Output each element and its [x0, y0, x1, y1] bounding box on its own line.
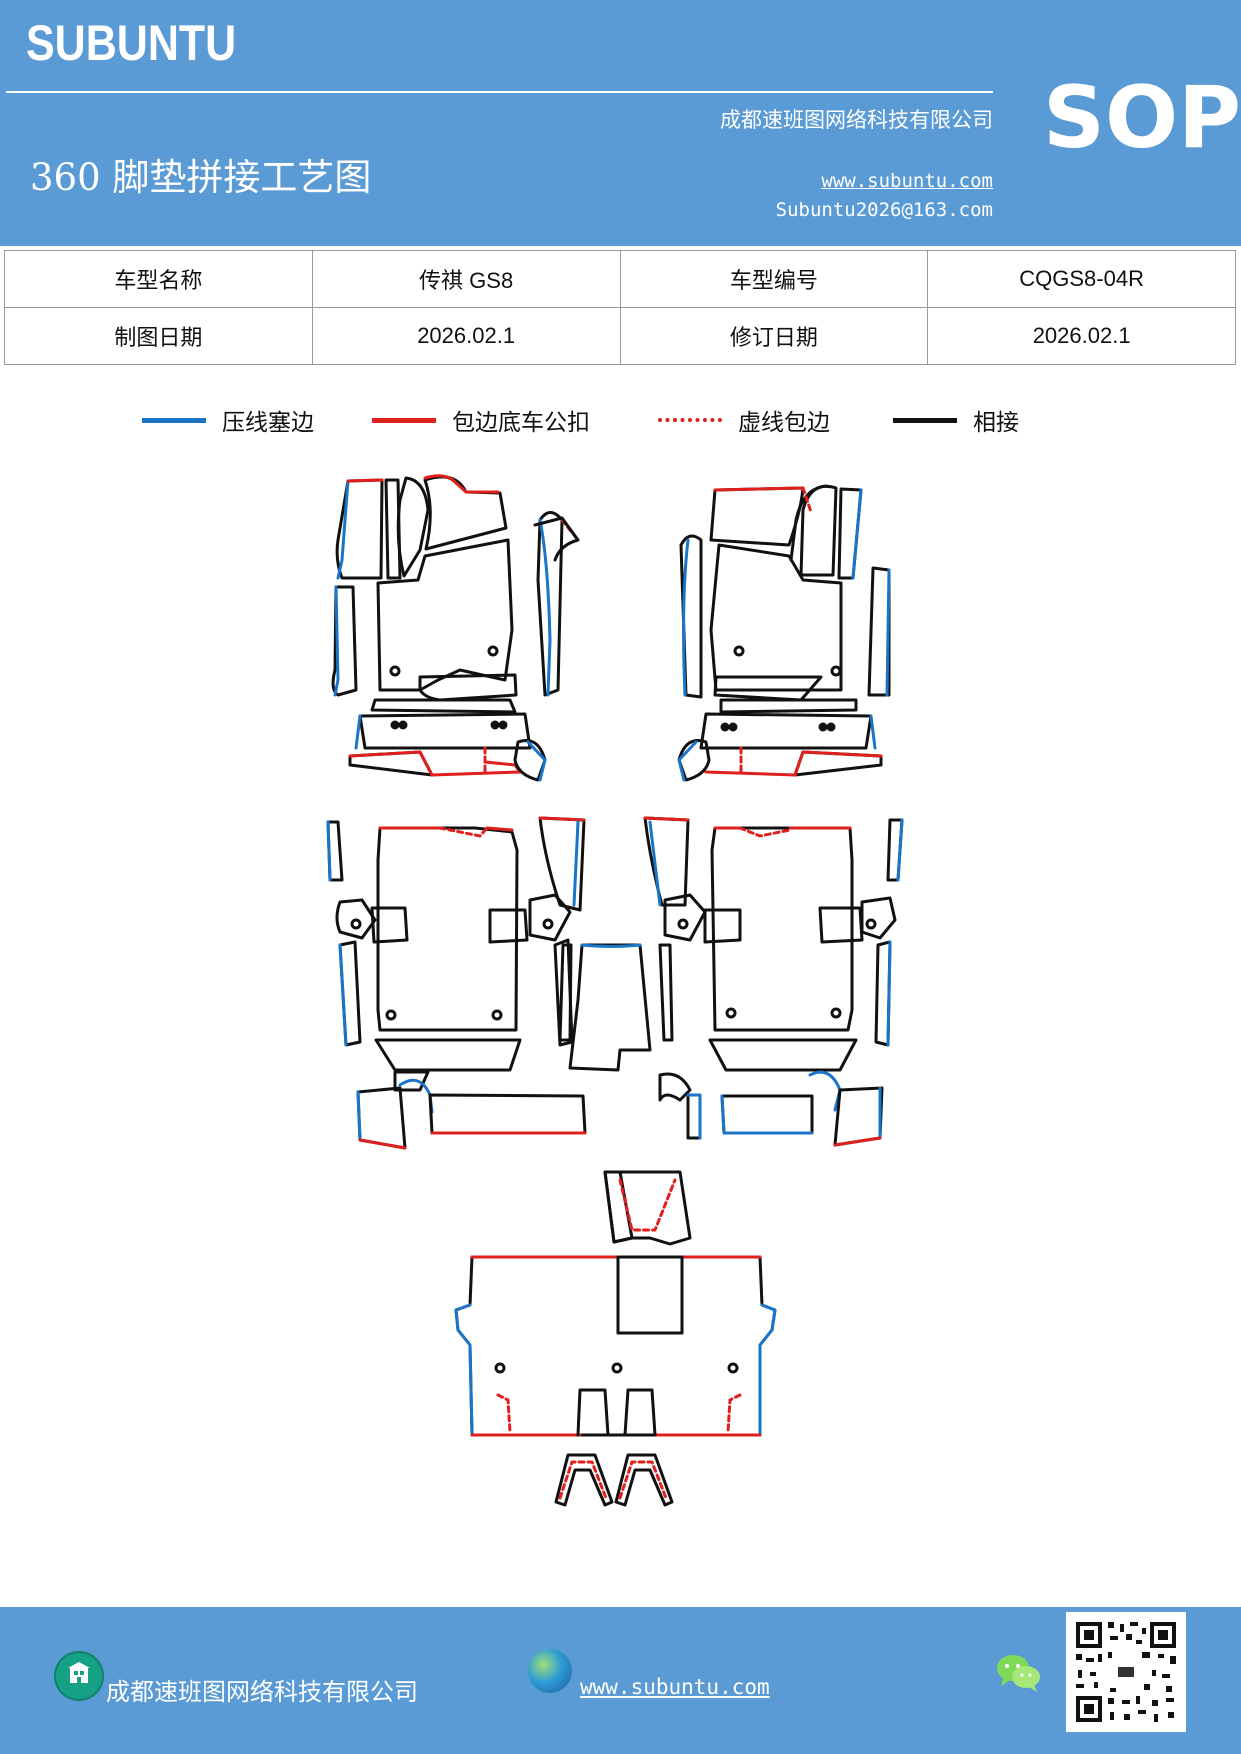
legend-label: 虚线包边: [738, 410, 830, 436]
front-right-mat-group: [677, 484, 891, 782]
header-banner: [0, 0, 1241, 246]
globe-icon: [528, 1649, 572, 1693]
legend-item-dotted-edge: 虚线包边: [658, 395, 830, 445]
wechat-icon: [994, 1650, 1044, 1696]
legend-item-press-line: 压线塞边: [142, 395, 314, 445]
legend-label: 压线塞边: [222, 410, 314, 436]
legend-swatch-red: [372, 417, 436, 423]
draw-date-label: 制图日期: [4, 307, 313, 365]
table-row: 制图日期 2026.02.1 修订日期 2026.02.1: [4, 307, 1236, 365]
legend-label: 相接: [973, 410, 1019, 436]
website-link[interactable]: www.subuntu.com: [821, 170, 993, 192]
middle-left-mat-group: [326, 816, 587, 1150]
company-name: 成都速班图网络科技有限公司: [720, 108, 993, 132]
building-icon: [54, 1651, 104, 1701]
brand-logo: SUBUNTU: [26, 15, 237, 71]
middle-right-mat-group: [643, 816, 904, 1147]
info-table: 车型名称 传祺 GS8 车型编号 CQGS8-04R 制图日期 2026.02.…: [4, 250, 1236, 365]
model-name-label: 车型名称: [4, 250, 313, 308]
qr-code[interactable]: [1066, 1612, 1186, 1732]
legend-swatch-red-dotted: [658, 418, 722, 422]
legend-swatch-black: [893, 417, 957, 423]
email-address: Subuntu2026@163.com: [775, 199, 993, 221]
legend-item-joint: 相接: [893, 395, 1019, 445]
draw-date-value: 2026.02.1: [311, 307, 621, 365]
model-code-value: CQGS8-04R: [927, 250, 1236, 308]
table-row: 车型名称 传祺 GS8 车型编号 CQGS8-04R: [4, 250, 1236, 308]
model-code-label: 车型编号: [619, 250, 929, 308]
legend: 压线塞边 包边底车公扣 虚线包边 相接: [0, 395, 1241, 445]
sop-badge: SOP: [1043, 68, 1241, 168]
legend-swatch-blue: [142, 417, 206, 423]
legend-item-wrap-edge: 包边底车公扣: [372, 395, 590, 445]
model-name-value: 传祺 GS8: [311, 250, 621, 308]
revision-date-value: 2026.02.1: [927, 307, 1236, 365]
header-divider: [6, 91, 993, 93]
front-left-mat-group: [331, 474, 580, 782]
legend-label: 包边底车公扣: [452, 410, 590, 436]
middle-center-mat-piece: [558, 943, 674, 1072]
footer-website-link[interactable]: www.subuntu.com: [580, 1675, 770, 1699]
revision-date-label: 修订日期: [619, 307, 929, 365]
page-title: 360 脚垫拼接工艺图: [30, 156, 372, 199]
footer-company-name: 成都速班图网络科技有限公司: [106, 1678, 418, 1706]
rear-mat-group: [454, 1170, 777, 1507]
